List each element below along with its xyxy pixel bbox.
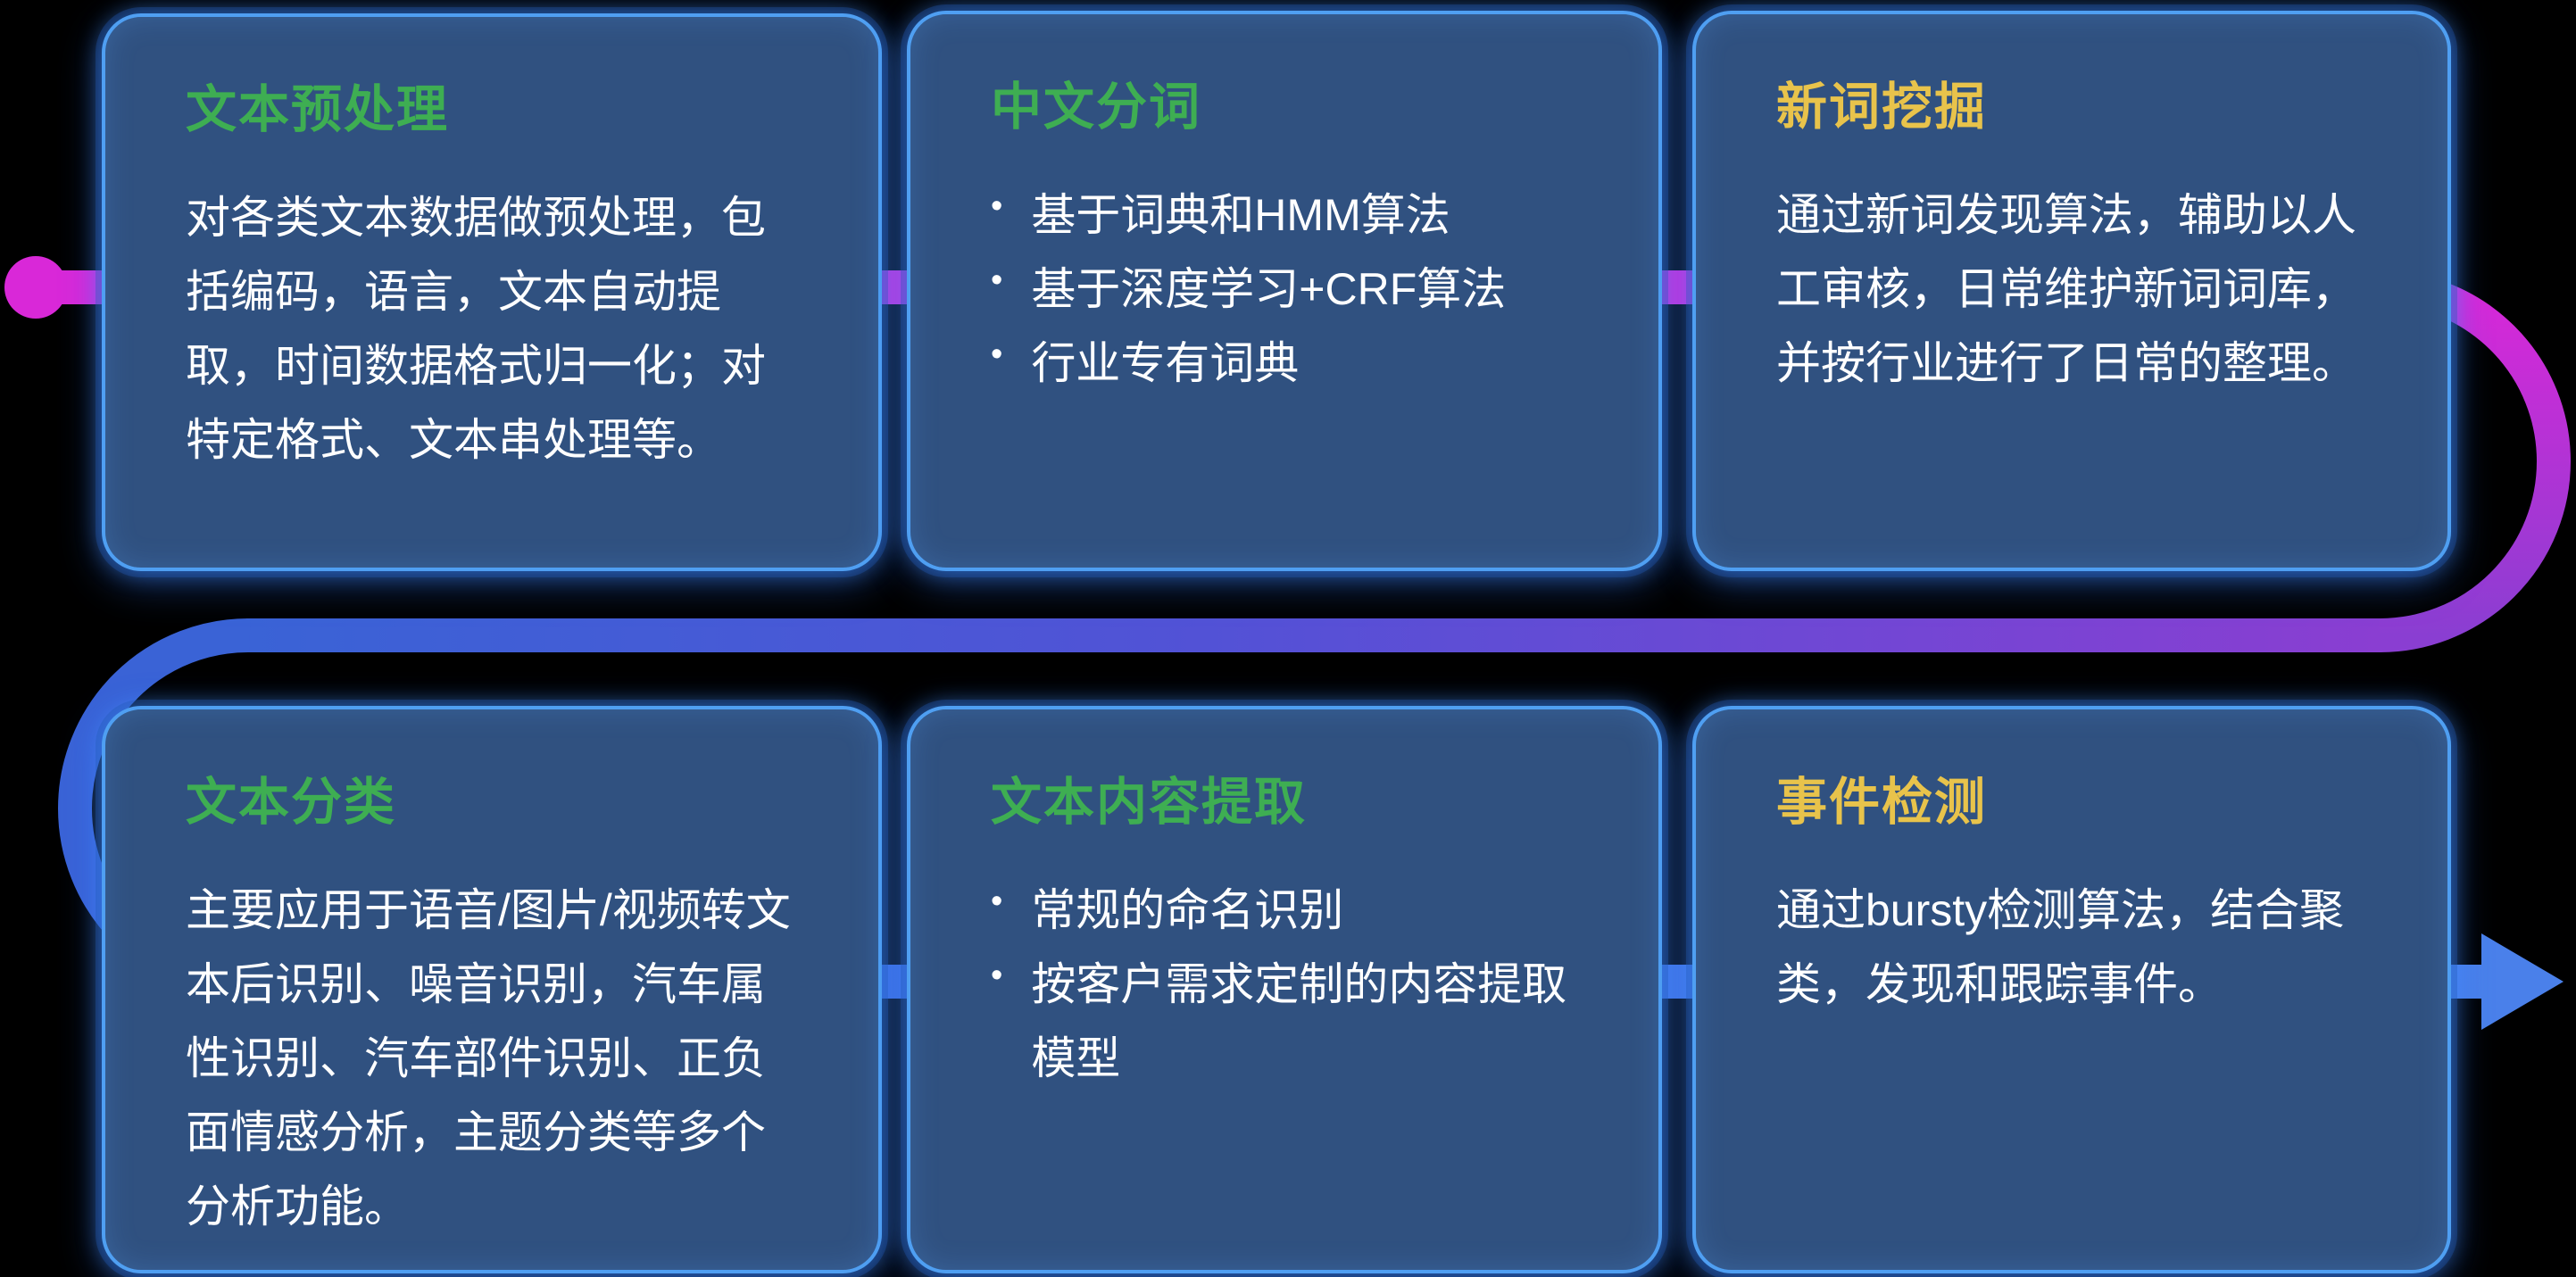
card-text-classification: 文本分类 主要应用于语音/图片/视频转文本后识别、噪音识别，汽车属性识别、汽车部… <box>102 706 882 1273</box>
card-bullet-list: • 基于词典和HMM算法 • 基于深度学习+CRF算法 • 行业专有词典 <box>991 178 1589 401</box>
card-event-detection: 事件检测 通过bursty检测算法，结合聚类，发现和跟踪事件。 <box>1692 706 2451 1273</box>
card-title: 文本内容提取 <box>991 774 1307 831</box>
bullet-text: 基于深度学习+CRF算法 <box>1031 264 1507 314</box>
card-text-content-extraction: 文本内容提取 • 常规的命名识别 • 按客户需求定制的内容提取模型 <box>907 706 1662 1273</box>
right-arrow-icon <box>2481 933 2564 1030</box>
bullet-dot: • <box>991 883 1003 920</box>
card-text: 主要应用于语音/图片/视频转文本后识别、噪音识别，汽车属性识别、汽车部件识别、正… <box>186 885 791 1231</box>
card-title: 新词挖掘 <box>1776 79 1987 136</box>
card-text: 通过新词发现算法，辅助以人工审核，日常维护新词词库，并按行业进行了日常的整理。 <box>1776 190 2356 388</box>
bullet-item: • 按客户需求定制的内容提取模型 <box>991 948 1589 1096</box>
bullet-item: • 基于词典和HMM算法 <box>991 178 1589 253</box>
bullet-text: 行业专有词典 <box>1031 338 1300 388</box>
card-new-word-mining: 新词挖掘 通过新词发现算法，辅助以人工审核，日常维护新词词库，并按行业进行了日常… <box>1692 11 2451 571</box>
card-text-preprocessing: 文本预处理 对各类文本数据做预处理，包括编码，语言，文本自动提取，时间数据格式归… <box>102 13 882 571</box>
bullet-dot: • <box>991 336 1003 373</box>
bullet-dot: • <box>991 957 1003 994</box>
bullet-text: 按客户需求定制的内容提取模型 <box>1031 959 1567 1083</box>
card-title: 中文分词 <box>991 79 1201 136</box>
flow-curve-right <box>2377 269 2572 653</box>
card-text: 通过bursty检测算法，结合聚类，发现和跟踪事件。 <box>1776 885 2345 1009</box>
bullet-text: 基于词典和HMM算法 <box>1031 190 1450 240</box>
card-title: 事件检测 <box>1776 774 1987 831</box>
bullet-item: • 行业专有词典 <box>991 327 1589 401</box>
card-title: 文本分类 <box>186 774 396 831</box>
bullet-item: • 基于深度学习+CRF算法 <box>991 253 1589 327</box>
bullet-dot: • <box>991 187 1003 225</box>
bullet-item: • 常规的命名识别 <box>991 874 1589 948</box>
bullet-text: 常规的命名识别 <box>1031 885 1344 935</box>
card-text: 对各类文本数据做预处理，包括编码，语言，文本自动提取，时间数据格式归一化；对特定… <box>186 193 766 465</box>
bullet-dot: • <box>991 261 1003 299</box>
card-bullet-list: • 常规的命名识别 • 按客户需求定制的内容提取模型 <box>991 874 1589 1096</box>
card-chinese-word-segmentation: 中文分词 • 基于词典和HMM算法 • 基于深度学习+CRF算法 • 行业专有词… <box>907 11 1662 571</box>
card-title: 文本预处理 <box>186 81 449 138</box>
